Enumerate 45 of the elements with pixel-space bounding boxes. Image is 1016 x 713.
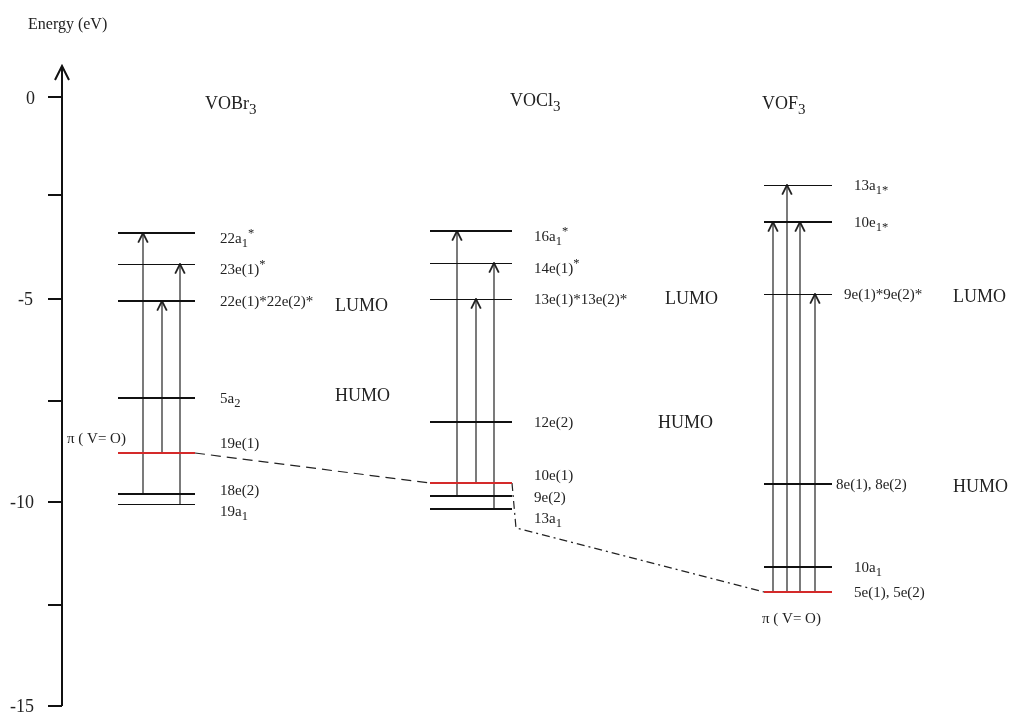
tick-label: -15 <box>10 696 34 713</box>
level-label: 9e(1)*9e(2)* <box>844 285 923 303</box>
level-label: 10e$_{1*}$ <box>854 213 889 236</box>
level-label: 10e(1) <box>534 466 574 484</box>
level-label: 5a$_{2}$ <box>220 389 241 412</box>
orbital-note: π ( V= O) <box>67 429 126 448</box>
tick-label: 0 <box>26 88 35 108</box>
transition-arrow <box>470 298 482 484</box>
transition-arrow <box>156 300 168 454</box>
level-label: 12e(2) <box>534 413 574 431</box>
compound-label: VOF$_{3}$ <box>762 93 806 119</box>
orbital-note: HUMO <box>335 385 390 405</box>
level-label: 22e(1)*22e(2)* <box>220 292 314 310</box>
transition-arrow <box>781 184 793 593</box>
level-label: 19a$_{1}$ <box>220 502 248 525</box>
level-label: 9e(2) <box>534 488 566 506</box>
transition-arrow <box>488 262 500 510</box>
orbital-note: π ( V= O) <box>762 609 821 628</box>
level-label: 13a$_{1}$ <box>534 509 562 532</box>
orbital-note: LUMO <box>335 295 388 315</box>
orbital-note: LUMO <box>953 286 1006 306</box>
level-label: 10a$_{1}$ <box>854 558 882 581</box>
tick-label: -10 <box>10 492 34 512</box>
level-label: 18e(2) <box>220 481 260 499</box>
orbital-note: HUMO <box>953 476 1008 496</box>
axis-title: Energy (eV) <box>28 14 108 34</box>
transition-arrow <box>451 230 463 497</box>
transition-arrow <box>809 293 821 593</box>
transition-arrow <box>794 221 806 593</box>
tick-label: -5 <box>18 289 33 309</box>
level-label: 13e(1)*13e(2)* <box>534 290 628 308</box>
orbital-note: LUMO <box>665 288 718 308</box>
compound-label: VOCl$_{3}$ <box>510 90 561 116</box>
transition-arrow <box>137 232 149 495</box>
correlation-line <box>511 482 765 593</box>
level-label: 8e(1), 8e(2) <box>836 475 907 493</box>
level-label: 13a$_{1*}$ <box>854 176 889 199</box>
level-label: 19e(1) <box>220 434 260 452</box>
level-label: 5e(1), 5e(2) <box>854 583 925 601</box>
transition-arrow <box>767 221 779 593</box>
orbital-note: HUMO <box>658 412 713 432</box>
level-label: 23e(1)$^{*}$ <box>220 256 266 278</box>
transition-arrow <box>174 263 186 505</box>
level-label: 14e(1)$^{*}$ <box>534 255 580 277</box>
compound-label: VOBr$_{3}$ <box>205 93 257 119</box>
